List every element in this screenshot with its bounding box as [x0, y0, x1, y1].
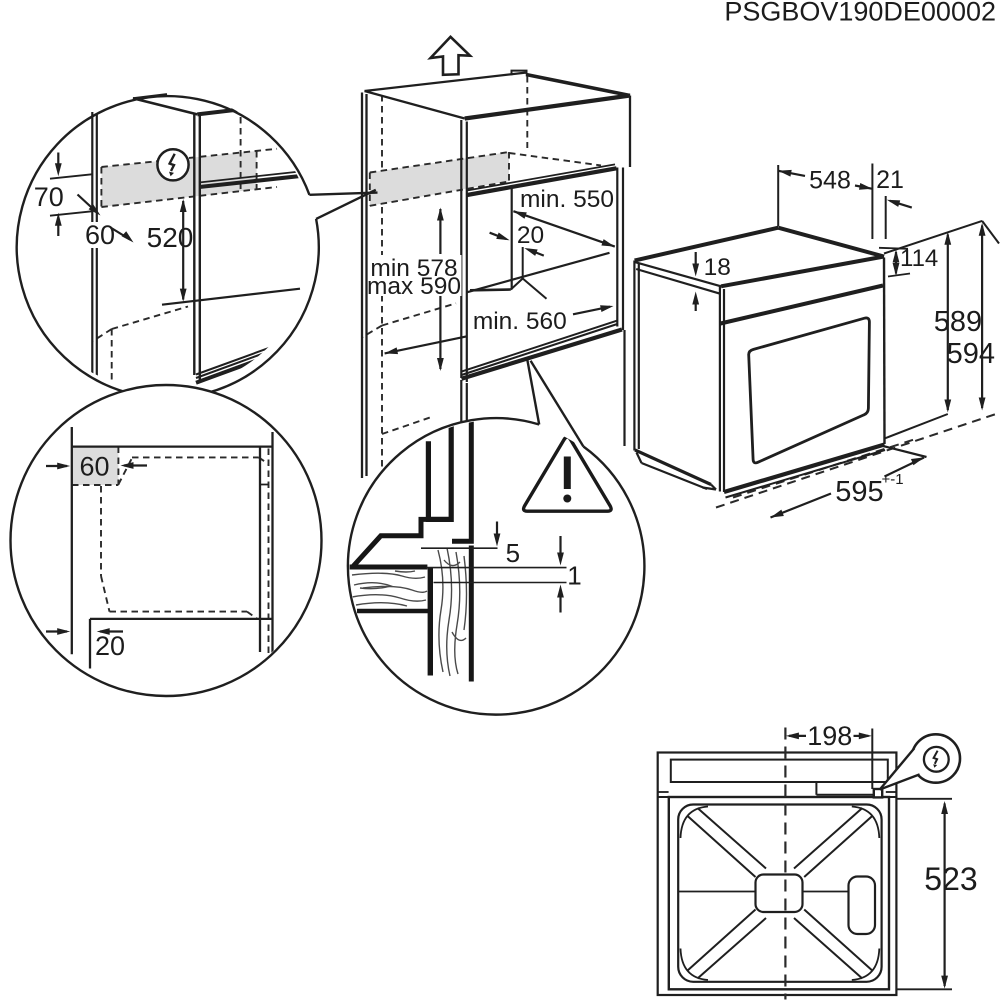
svg-text:70: 70	[34, 182, 64, 212]
svg-text:18: 18	[704, 254, 731, 281]
svg-text:min 578: min 578	[370, 255, 457, 282]
svg-text:21: 21	[876, 166, 904, 194]
svg-text:5: 5	[506, 538, 520, 568]
svg-text:595: 595	[835, 476, 883, 508]
svg-text:589: 589	[934, 306, 982, 338]
svg-text:60: 60	[79, 452, 109, 482]
svg-text:198: 198	[807, 721, 852, 751]
svg-text:max 590: max 590	[367, 273, 461, 300]
svg-text:20: 20	[95, 631, 125, 661]
svg-text:PSGBOV190DE00002: PSGBOV190DE00002	[724, 0, 996, 27]
svg-text:1: 1	[567, 561, 581, 591]
svg-text:594: 594	[947, 338, 995, 370]
svg-text:60: 60	[85, 220, 115, 250]
svg-text:min. 560: min. 560	[473, 308, 567, 335]
svg-text:min. 550: min. 550	[520, 186, 614, 213]
svg-text:523: 523	[924, 861, 977, 897]
svg-text:548: 548	[809, 167, 851, 195]
svg-text:20: 20	[517, 222, 544, 249]
svg-text:520: 520	[147, 222, 194, 253]
